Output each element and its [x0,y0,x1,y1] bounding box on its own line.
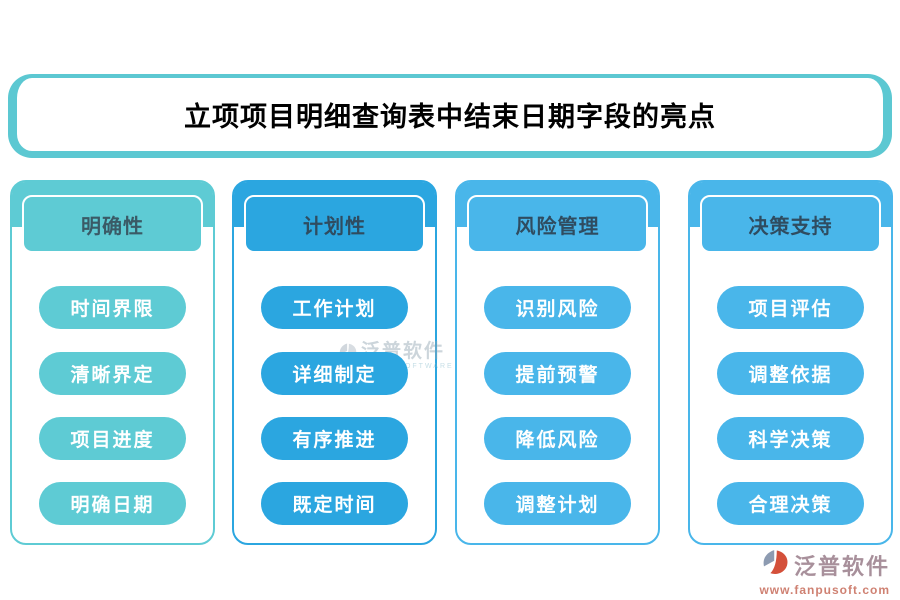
pill-item: 项目评估 [717,286,864,329]
pill-item: 调整计划 [484,482,631,525]
pill-item: 既定时间 [261,482,408,525]
card-clarity: 明确性 时间界限 清晰界定 项目进度 明确日期 [10,180,215,545]
pill-item: 降低风险 [484,417,631,460]
pill-item: 工作计划 [261,286,408,329]
pill-item: 项目进度 [39,417,186,460]
card-header-risk: 风险管理 [467,195,648,253]
pill-item: 详细制定 [261,352,408,395]
title-banner: 立项项目明细查询表中结束日期字段的亮点 [8,74,892,158]
pill-item: 合理决策 [717,482,864,525]
page-title: 立项项目明细查询表中结束日期字段的亮点 [184,102,716,132]
pill-item: 清晰界定 [39,352,186,395]
pill-item: 提前预警 [484,352,631,395]
pill-item: 明确日期 [39,482,186,525]
pill-item: 科学决策 [717,417,864,460]
brand-footer: 泛普软件 www.fanpusoft.com [759,548,890,597]
pill-item: 识别风险 [484,286,631,329]
card-decision-support: 决策支持 项目评估 调整依据 科学决策 合理决策 [688,180,893,545]
pill-item: 调整依据 [717,352,864,395]
card-header-decision: 决策支持 [700,195,881,253]
pill-item: 有序推进 [261,417,408,460]
pill-item: 时间界限 [39,286,186,329]
card-header-clarity: 明确性 [22,195,203,253]
card-planning: 计划性 工作计划 详细制定 有序推进 既定时间 [232,180,437,545]
brand-logo-icon [761,548,790,582]
brand-name: 泛普软件 [793,554,890,579]
card-header-planning: 计划性 [244,195,425,253]
card-risk-management: 风险管理 识别风险 提前预警 降低风险 调整计划 [455,180,660,545]
brand-url: www.fanpusoft.com [759,583,890,597]
